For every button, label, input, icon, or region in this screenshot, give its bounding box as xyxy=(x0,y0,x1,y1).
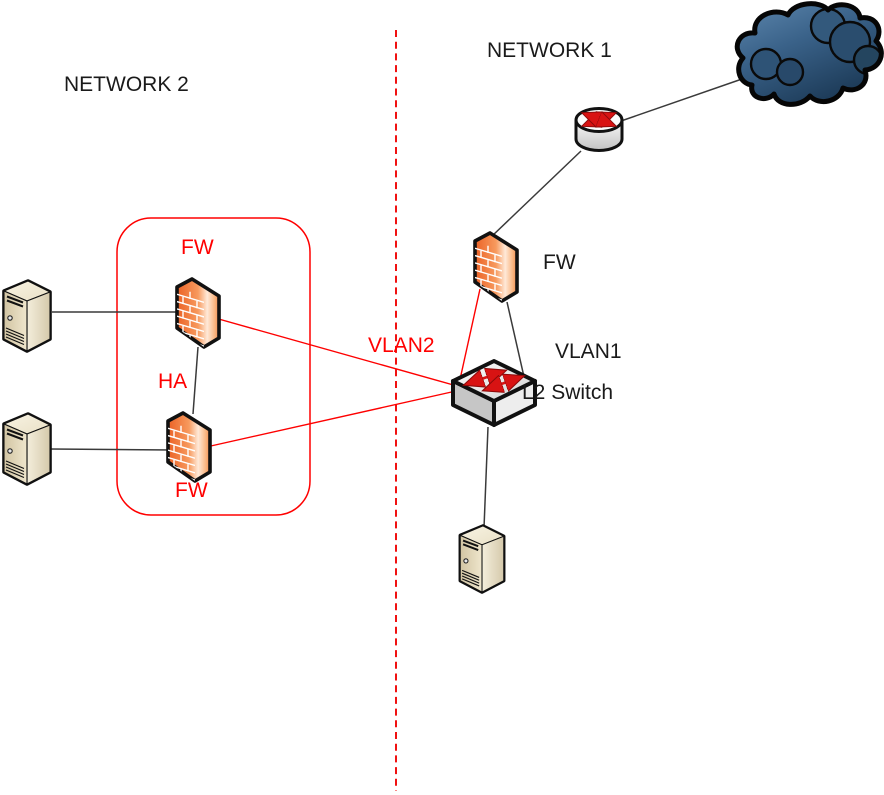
ha-label: HA xyxy=(158,370,188,393)
link-ha-heartbeat xyxy=(192,346,199,415)
cloud-icon xyxy=(732,0,884,116)
firewall-icon xyxy=(175,277,221,349)
link-vlan1-fw1-switch xyxy=(458,288,481,385)
server-icon xyxy=(455,524,509,594)
server-icon xyxy=(0,279,54,353)
vlan1-label: VLAN1 xyxy=(555,340,622,363)
firewall-icon xyxy=(473,231,519,303)
server-icon xyxy=(0,412,54,486)
network2-title: NETWORK 2 xyxy=(64,73,189,96)
fw1-label: FW xyxy=(543,251,576,274)
link-server-b-fw-secondary xyxy=(49,448,173,451)
network1-title: NETWORK 1 xyxy=(487,39,612,62)
link-fw1-router xyxy=(490,150,582,238)
ha-cluster-boundary xyxy=(116,217,311,516)
vlan2-label: VLAN2 xyxy=(368,334,435,357)
fw-secondary-label: FW xyxy=(175,479,208,502)
fw-primary-label: FW xyxy=(181,236,214,259)
firewall-icon xyxy=(166,411,212,483)
link-router-cloud xyxy=(620,78,743,122)
router-icon xyxy=(572,104,626,158)
l2-switch-label: L2 Switch xyxy=(522,381,614,404)
link-switch-server xyxy=(483,426,489,529)
link-vlan2-fw-secondary-switch xyxy=(192,390,457,451)
link-vlan2-fw-primary-switch xyxy=(207,315,458,387)
